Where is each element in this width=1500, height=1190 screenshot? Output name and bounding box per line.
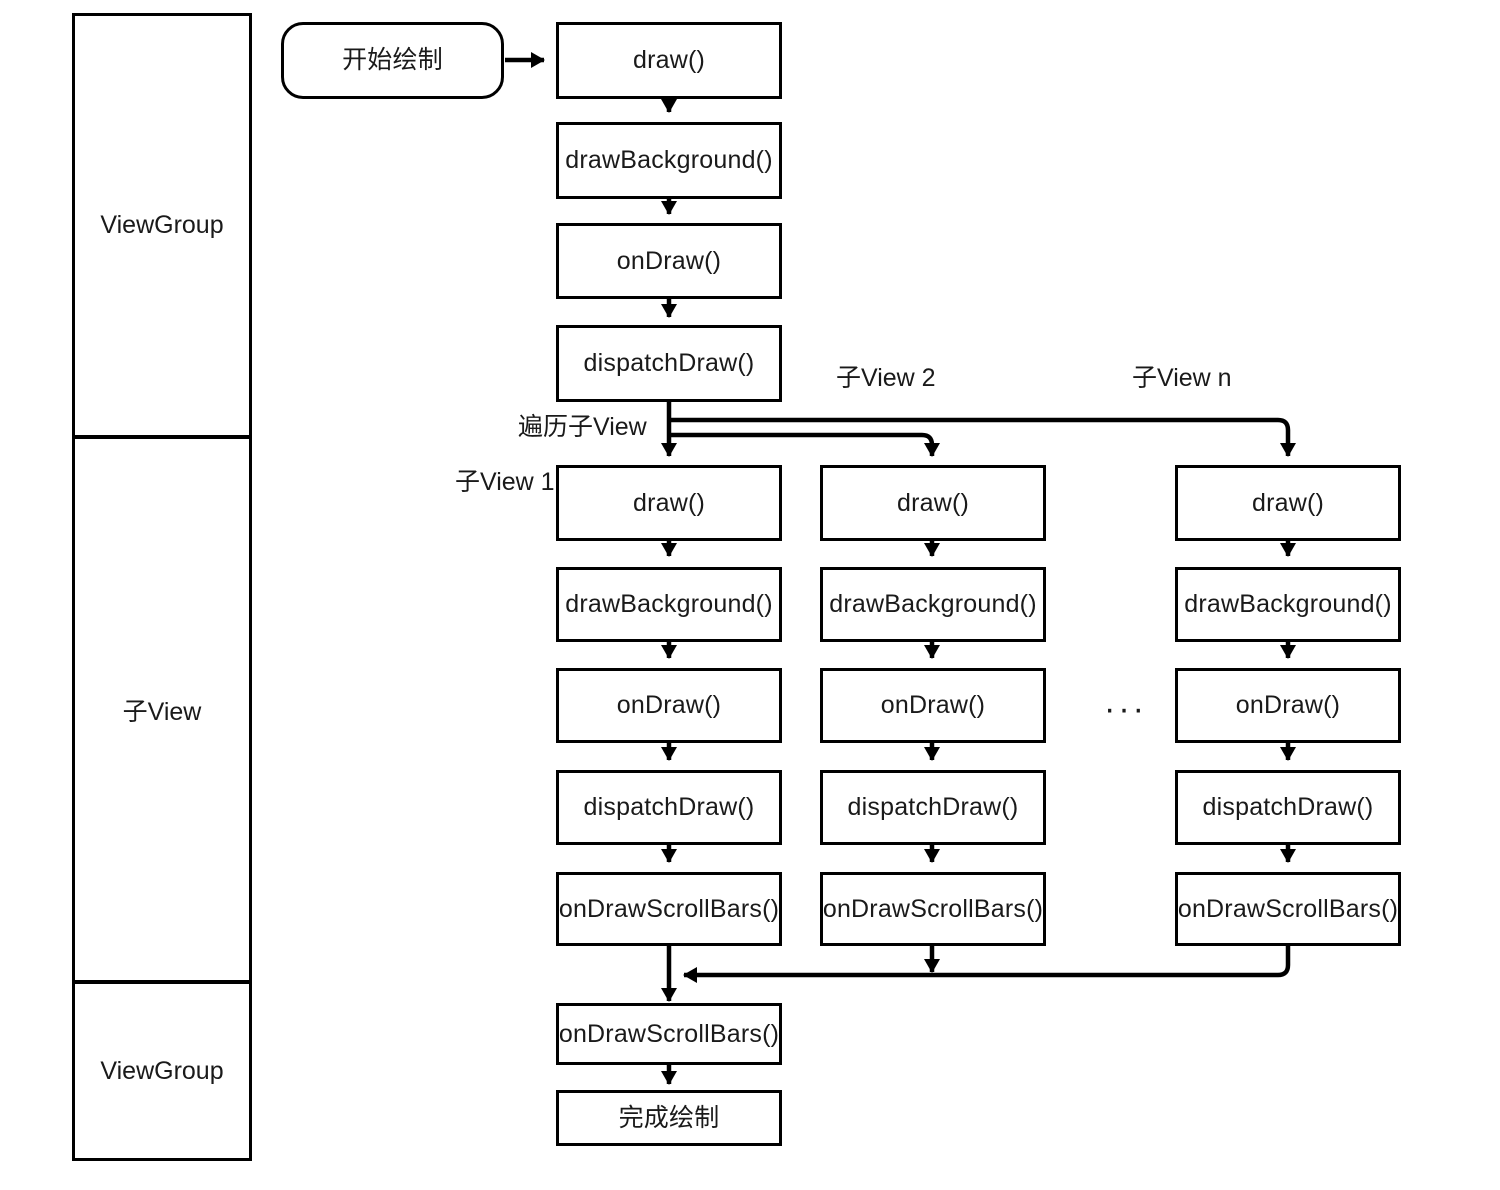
node-label: drawBackground(): [829, 590, 1037, 619]
node-label: dispatchDraw(): [583, 349, 755, 378]
branch-label: 遍历子View: [518, 413, 647, 441]
sidebar-section-viewgroup-bottom: ViewGroup: [72, 981, 252, 1161]
node-label: onDraw(): [616, 246, 722, 275]
node-label: onDraw(): [616, 691, 722, 720]
tail-step-on-draw-scrollbars: onDrawScrollBars(): [556, 1003, 782, 1065]
columns-ellipsis: ···: [1104, 690, 1147, 728]
child2-step-draw: draw(): [820, 465, 1046, 541]
end-node-label: 完成绘制: [618, 1103, 720, 1132]
node-label: onDrawScrollBars(): [558, 894, 780, 923]
parent-step-draw-background: drawBackground(): [556, 122, 782, 199]
node-label: dispatchDraw(): [1202, 793, 1374, 822]
sidebar-section-label: ViewGroup: [100, 1056, 224, 1085]
child1-step-on-draw-scrollbars: onDrawScrollBars(): [556, 872, 782, 946]
edge-branch-to-child-2: [669, 432, 940, 457]
node-label: onDraw(): [880, 691, 986, 720]
child-column-header-n: 子View n: [1132, 364, 1232, 392]
node-label: drawBackground(): [565, 146, 773, 175]
child1-step-draw: draw(): [556, 465, 782, 541]
sidebar-section-childview: 子View: [72, 436, 252, 983]
parent-step-dispatch-draw: dispatchDraw(): [556, 325, 782, 402]
child-column-header-1: 子View 1: [455, 468, 555, 496]
sidebar-section-label: ViewGroup: [100, 211, 224, 239]
childn-step-dispatch-draw: dispatchDraw(): [1175, 770, 1401, 845]
start-node-label: 开始绘制: [342, 46, 443, 75]
node-label: draw(): [1251, 488, 1325, 517]
child1-step-dispatch-draw: dispatchDraw(): [556, 770, 782, 845]
childn-step-draw: draw(): [1175, 465, 1401, 541]
node-label: dispatchDraw(): [847, 793, 1019, 822]
node-label: draw(): [632, 488, 706, 517]
node-label: onDraw(): [1235, 691, 1341, 720]
edge-merge-cn: [683, 945, 1291, 983]
parent-step-draw: draw(): [556, 22, 782, 99]
child2-step-draw-background: drawBackground(): [820, 567, 1046, 642]
node-label: onDrawScrollBars(): [822, 894, 1044, 923]
child1-step-draw-background: drawBackground(): [556, 567, 782, 642]
end-node: 完成绘制: [556, 1090, 782, 1146]
child-column-header-2: 子View 2: [836, 364, 936, 392]
childn-step-draw-background: drawBackground(): [1175, 567, 1401, 642]
sidebar-section-label: 子View: [122, 697, 202, 726]
child2-step-on-draw-scrollbars: onDrawScrollBars(): [820, 872, 1046, 946]
childn-step-on-draw-scrollbars: onDrawScrollBars(): [1175, 872, 1401, 946]
child1-step-on-draw: onDraw(): [556, 668, 782, 743]
node-label: dispatchDraw(): [583, 793, 755, 822]
child2-step-on-draw: onDraw(): [820, 668, 1046, 743]
node-label: draw(): [632, 46, 706, 75]
node-label: drawBackground(): [565, 590, 773, 619]
child2-step-dispatch-draw: dispatchDraw(): [820, 770, 1046, 845]
start-node: 开始绘制: [281, 22, 504, 99]
node-label: onDrawScrollBars(): [558, 1019, 780, 1048]
node-label: draw(): [896, 488, 970, 517]
node-label: drawBackground(): [1184, 590, 1392, 619]
parent-step-on-draw: onDraw(): [556, 223, 782, 299]
sidebar-section-viewgroup-top: ViewGroup: [72, 13, 252, 438]
childn-step-on-draw: onDraw(): [1175, 668, 1401, 743]
edge-branch-to-child-n: [669, 417, 1296, 457]
node-label: onDrawScrollBars(): [1177, 894, 1399, 923]
